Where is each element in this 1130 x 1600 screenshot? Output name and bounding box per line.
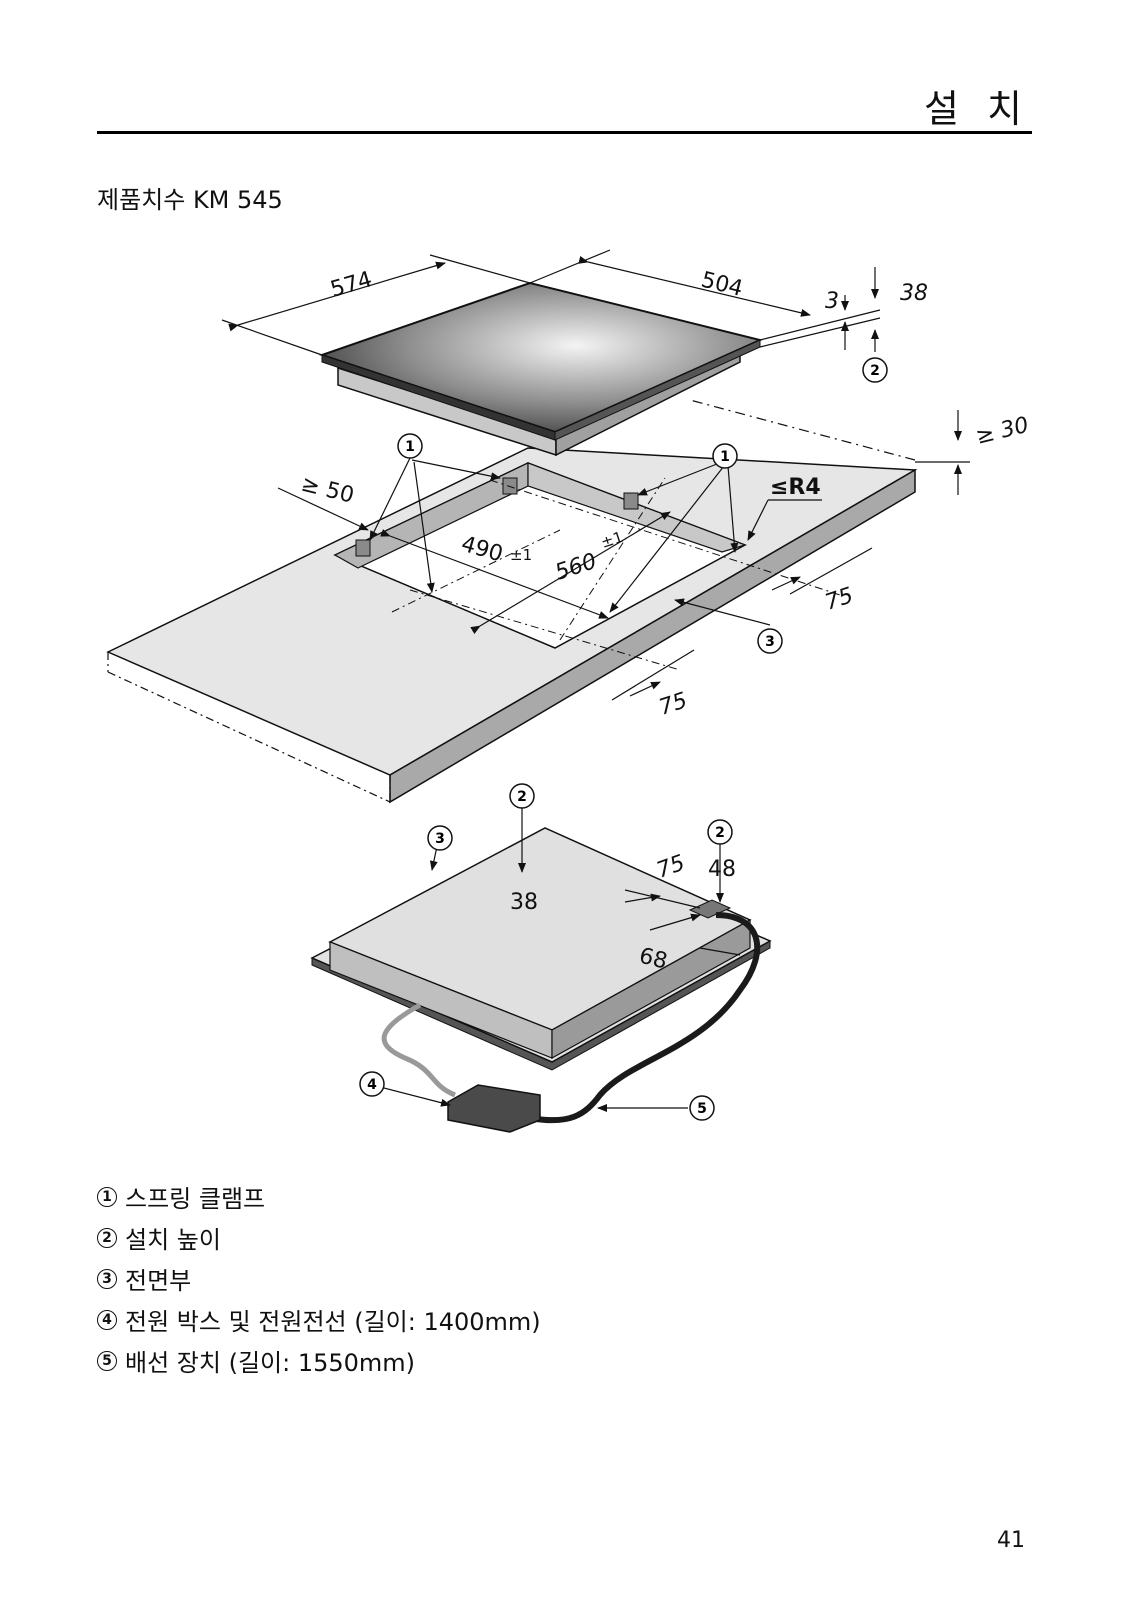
legend-item: 5 배선 장치 (길이: 1550mm): [97, 1340, 541, 1381]
dim-574: 574: [328, 267, 375, 303]
spring-clamp: [502, 477, 518, 495]
dim-bottom-48: 48: [708, 857, 736, 882]
callout-4: 4: [359, 1071, 385, 1097]
legend-number: 4: [97, 1309, 117, 1330]
dim-ge-30: ≥ 30: [973, 413, 1031, 450]
legend-number: 3: [97, 1268, 117, 1289]
glass-cooktop: [318, 281, 764, 457]
legend-number: 2: [97, 1227, 117, 1248]
spring-clamp: [623, 492, 639, 510]
installation-diagram: 574 504 3 38 ≥ 30 ≥ 50 490 ±1 560 ±1 ≤R4…: [106, 249, 1032, 1133]
svg-text:3: 3: [765, 634, 775, 650]
legend-item: 2 설치 높이: [97, 1217, 541, 1258]
svg-text:2: 2: [517, 789, 527, 805]
legend-text: 설치 높이: [125, 1226, 221, 1254]
dimension-labels: 574 504 3 38 ≥ 30 ≥ 50 490 ±1 560 ±1 ≤R4…: [299, 267, 1032, 974]
svg-text:1: 1: [720, 449, 730, 465]
dim-ge-50: ≥ 50: [299, 472, 357, 509]
svg-text:5: 5: [697, 1101, 707, 1117]
dim-490-tol: ±1: [510, 546, 532, 564]
dim-3: 3: [825, 289, 839, 314]
legend-number: 5: [97, 1350, 117, 1371]
svg-text:1: 1: [405, 439, 415, 455]
dimension-lines: [221, 249, 970, 701]
callout-3-a: 3: [757, 628, 783, 654]
callout-3-b: 3: [427, 825, 453, 851]
callout-2-b: 2: [509, 783, 535, 809]
legend-text: 전원 박스 및 전원전선 (길이: 1400mm): [125, 1308, 541, 1336]
callout-5: 5: [689, 1095, 715, 1121]
svg-text:2: 2: [715, 825, 725, 841]
callout-1-a: 1: [397, 433, 423, 459]
figure-subtitle: 제품치수 KM 545: [97, 186, 283, 214]
dim-560-tol: ±1: [599, 528, 626, 552]
spring-clamp: [355, 539, 371, 557]
legend-number: 1: [97, 1186, 117, 1207]
dim-75-front: 75: [656, 688, 690, 720]
svg-text:3: 3: [435, 831, 445, 847]
legend-item: 1 스프링 클램프: [97, 1176, 541, 1217]
section-title: 설 치: [924, 87, 1030, 131]
dim-75-right: 75: [822, 583, 856, 615]
legend-text: 스프링 클램프: [125, 1185, 266, 1213]
legend-text: 배선 장치 (길이: 1550mm): [125, 1349, 416, 1377]
svg-text:2: 2: [870, 363, 880, 379]
clamp-leader-lines: [369, 457, 739, 613]
callout-2-c: 2: [707, 819, 733, 845]
callout-1-b: 1: [712, 443, 738, 469]
legend-item: 3 전면부: [97, 1258, 541, 1299]
dim-r4: ≤R4: [770, 475, 821, 500]
page-number: 41: [997, 1528, 1025, 1553]
dim-504: 504: [699, 268, 746, 302]
dim-bottom-38: 38: [510, 890, 538, 915]
callout-2-a: 2: [862, 357, 888, 383]
svg-text:4: 4: [367, 1077, 377, 1093]
header-rule: [97, 131, 1032, 134]
legend: 1 스프링 클램프 2 설치 높이 3 전면부 4 전원 박스 및 전원전선 (…: [97, 1176, 541, 1381]
power-box: [447, 1084, 541, 1133]
legend-item: 4 전원 박스 및 전원전선 (길이: 1400mm): [97, 1299, 541, 1340]
dim-38: 38: [900, 281, 928, 306]
legend-text: 전면부: [125, 1267, 192, 1295]
